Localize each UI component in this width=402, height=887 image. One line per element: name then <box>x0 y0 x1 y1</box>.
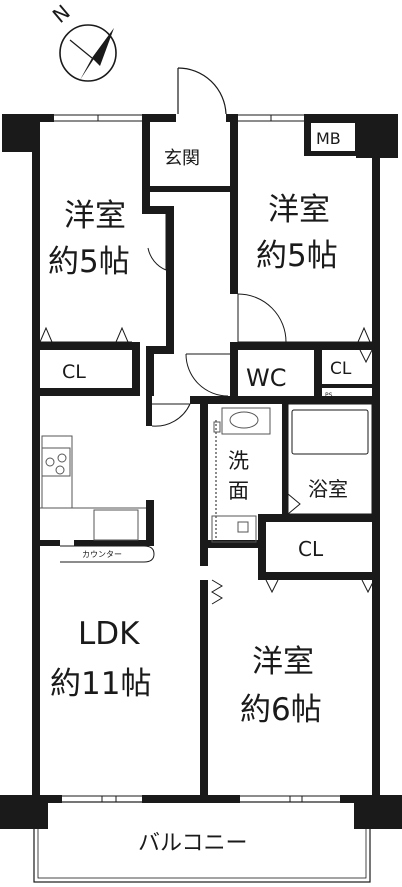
wall-south-a <box>32 795 62 803</box>
ps-label: PS <box>325 392 333 399</box>
bedroom-nw-size: 約5帖 <box>48 244 130 280</box>
compass-stem <box>69 39 93 59</box>
bedroom-nw-name: 洋室 <box>64 198 126 234</box>
entrance-door <box>177 67 227 115</box>
washbasin-icon <box>229 411 259 429</box>
sink-icon <box>93 509 139 541</box>
bedroom-se-name: 洋室 <box>252 644 314 680</box>
compass-north-label: N <box>48 0 75 28</box>
wall-north-d <box>304 114 380 122</box>
washroom-label-2: 面 <box>228 479 249 503</box>
mb-label: MB <box>316 129 341 148</box>
washroom-fixtures <box>211 407 271 543</box>
compass: N <box>48 0 117 82</box>
ldk-name: LDK <box>78 616 140 652</box>
compass-circle <box>59 24 117 82</box>
wall-east <box>372 114 380 804</box>
ldk-size: 約11帖 <box>50 666 151 702</box>
bedroom-se-size: 約6帖 <box>240 692 322 728</box>
washer-icon <box>211 515 257 543</box>
wall-north-a <box>32 114 54 122</box>
room-labels: 玄関 MB 洋室 約5帖 洋室 約5帖 CL WC CL PS 洗 面 浴室 カ… <box>48 121 357 856</box>
windows <box>54 114 340 803</box>
balcony-label: バルコニー <box>138 831 248 856</box>
washroom-label-1: 洗 <box>228 449 249 473</box>
cl-west-label: CL <box>62 361 86 383</box>
closet-lines <box>39 210 375 605</box>
entrance-label: 玄関 <box>164 148 200 169</box>
north-arrow-icon-shade <box>92 28 114 66</box>
bathroom-label: 浴室 <box>308 477 348 501</box>
kitchen-fixtures <box>40 435 146 541</box>
bedroom-ne-name: 洋室 <box>268 192 330 228</box>
cl-east-label: CL <box>298 537 324 561</box>
wall-west <box>32 114 40 804</box>
cl-wc-label: CL <box>330 359 352 379</box>
wall-south-c <box>340 795 380 803</box>
wall-north-b <box>142 114 176 122</box>
wc-label: WC <box>246 364 287 392</box>
counter-label: カウンター <box>82 550 122 559</box>
bedroom-ne-size: 約5帖 <box>256 238 338 274</box>
outer-walls <box>2 114 398 804</box>
wall-south-b <box>142 795 240 803</box>
